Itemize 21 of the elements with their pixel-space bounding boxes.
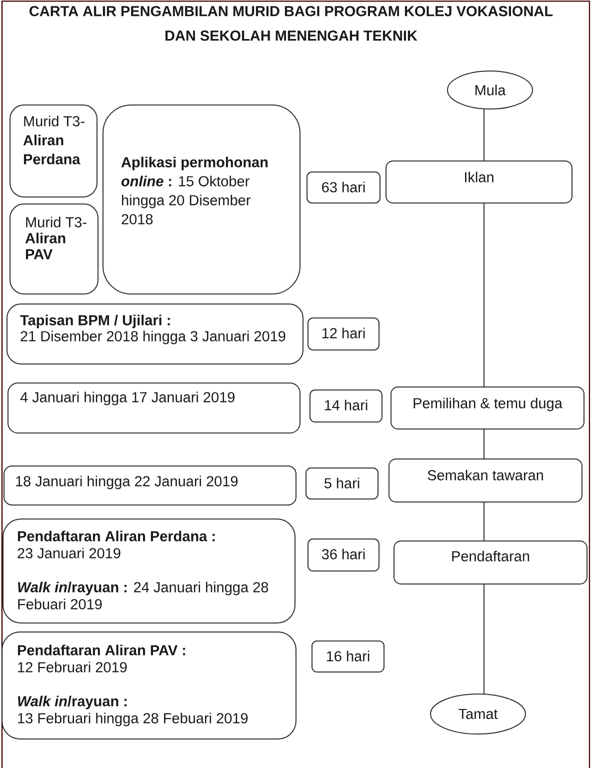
title: CARTA ALIR PENGAMBILAN MURID BAGI PROGRAM KOLEJ VOKASIONAL DAN SEKOLAH MENENGAH TEKNIK bbox=[30, 6, 553, 41]
info-box: 18 Januari hingga 22 Januari 2019 bbox=[4, 466, 296, 506]
duration-box: 5 hari bbox=[306, 468, 378, 500]
process-box: Pemilihan & temu duga bbox=[390, 386, 584, 430]
info-box: Murid T3- Aliran PAV bbox=[10, 204, 98, 294]
duration-box: 12 hari bbox=[308, 318, 380, 350]
info-box: Pendaftaran Aliran Perdana : 23 Januari 2019 Walk in/rayuan : 24 Januari hingga 28 Febuari 2019 bbox=[2, 518, 296, 624]
duration-box: 36 hari bbox=[308, 538, 380, 572]
oval: Mula bbox=[447, 70, 533, 110]
duration-box: 63 hari bbox=[306, 172, 380, 204]
oval: Tamat bbox=[430, 694, 526, 734]
info-box: Aplikasi permohonan online : 15 Oktober hingga 20 Disember 2018 bbox=[102, 104, 300, 294]
info-box: Murid T3- Aliran Perdana bbox=[10, 104, 98, 198]
info-box: Tapisan BPM / Ujilari : 21 Disember 2018 hingga 3 Januari 2019 bbox=[6, 304, 304, 364]
duration-box: 16 hari bbox=[312, 640, 384, 672]
process-box: Pendaftaran bbox=[394, 540, 588, 584]
process-box: Iklan bbox=[386, 160, 572, 204]
info-box: Pendaftaran Aliran PAV : 12 Februari 2019 Walk in/rayuan : 13 Februari hingga 28 Febuari 2019 bbox=[2, 632, 296, 740]
info-box: 4 Januari hingga 17 Januari 2019 bbox=[8, 382, 300, 434]
duration-box: 14 hari bbox=[310, 390, 382, 422]
process-box: Semakan tawaran bbox=[388, 458, 582, 502]
